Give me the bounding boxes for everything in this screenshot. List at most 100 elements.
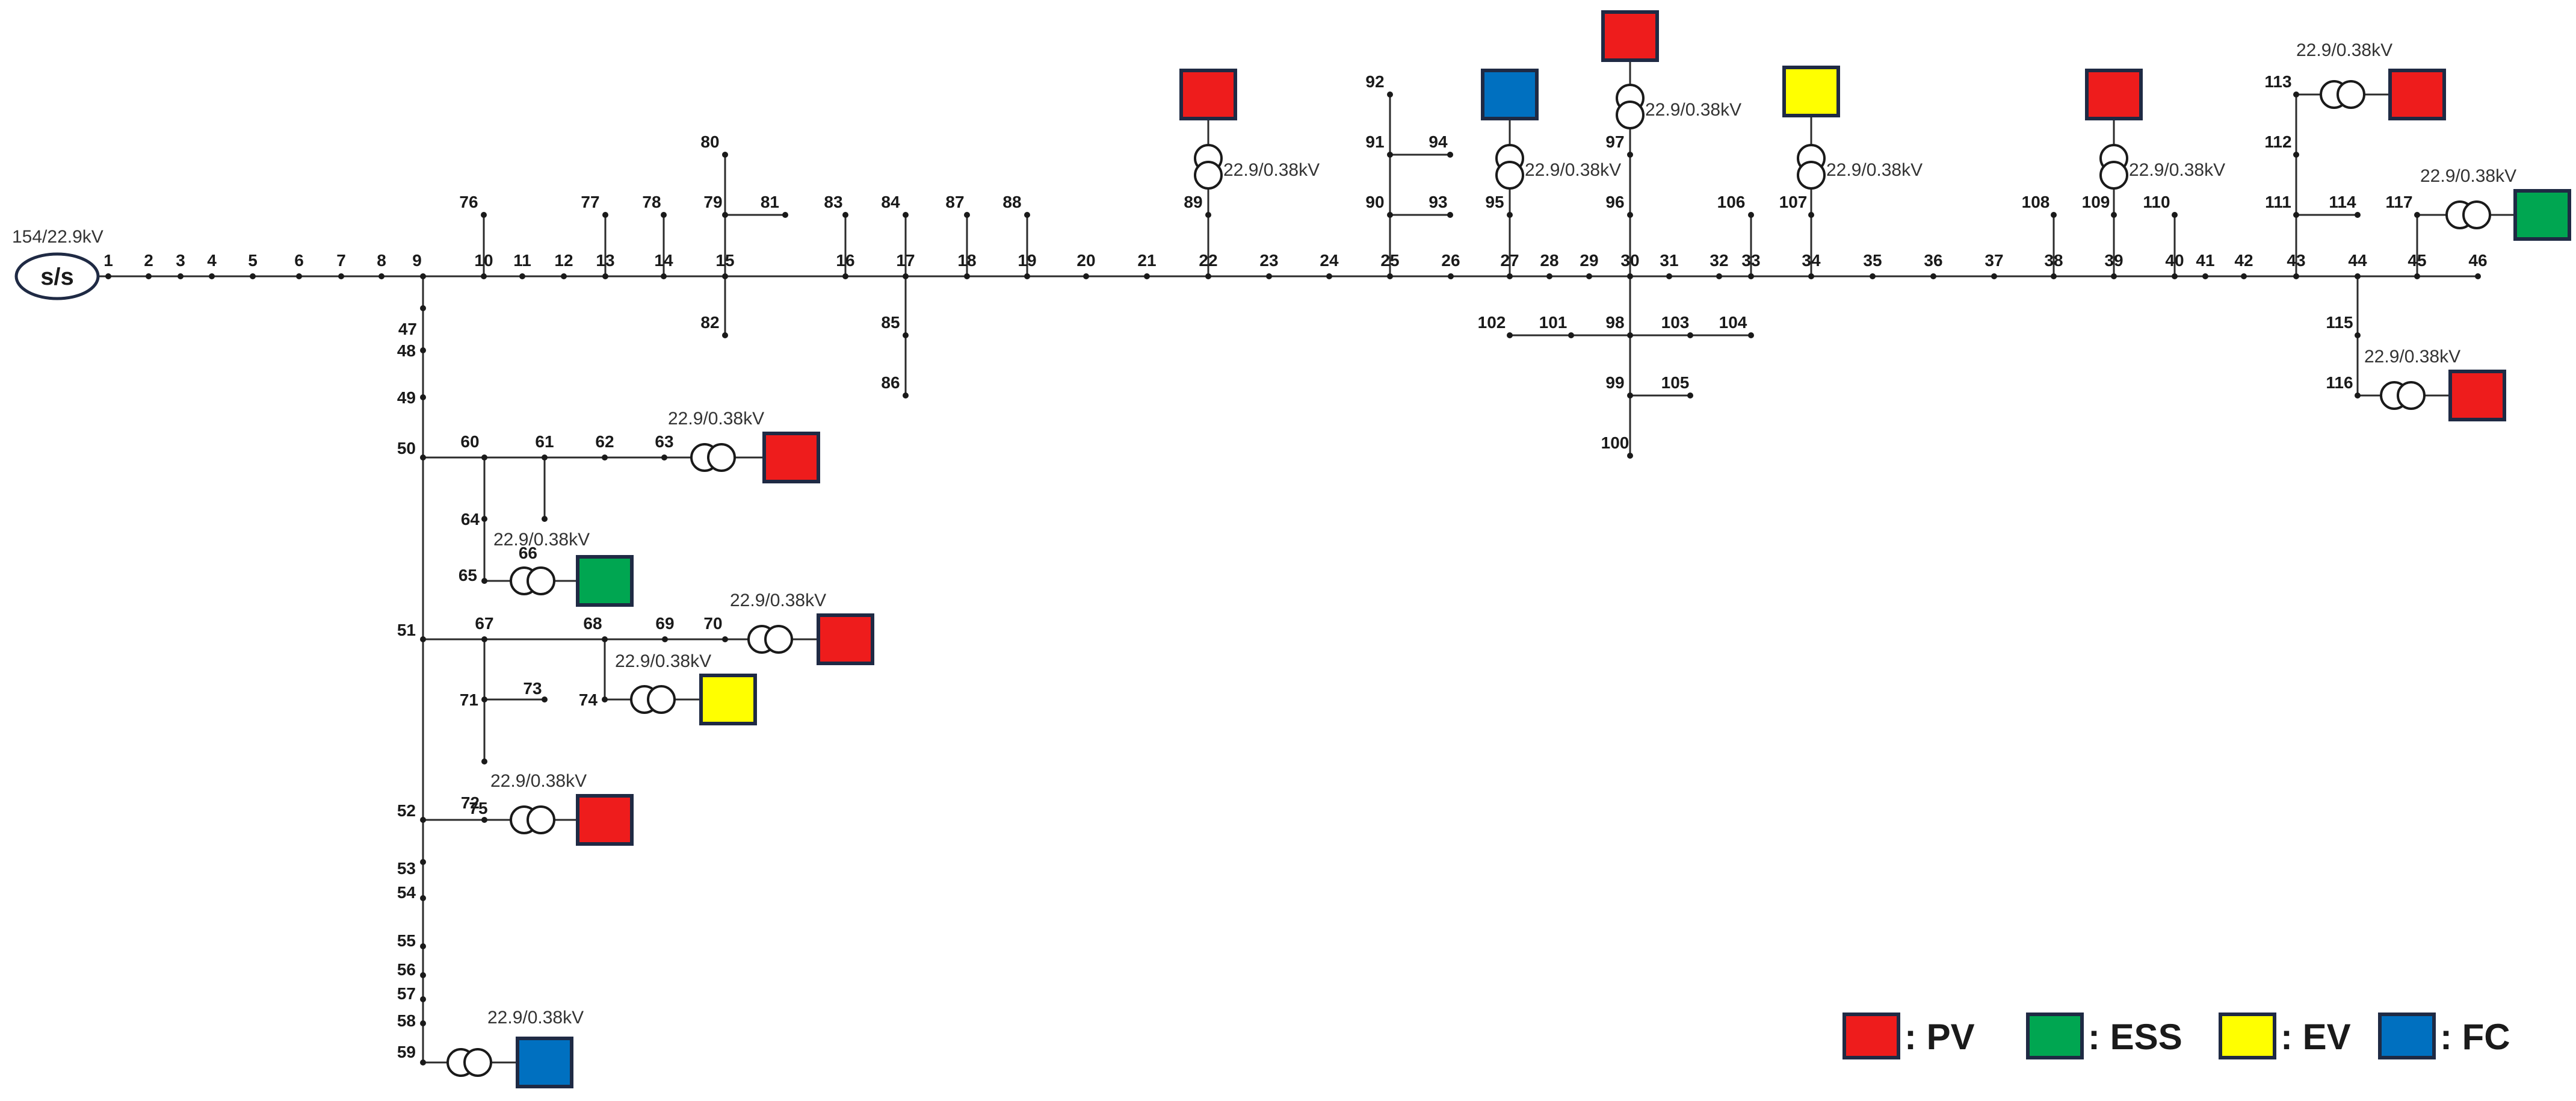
bus-label-111: 111 <box>2265 193 2291 211</box>
bus-node-19 <box>1024 273 1030 279</box>
bus-label-24: 24 <box>1320 251 1339 270</box>
bus-node-70 <box>722 636 728 642</box>
bus-node-30 <box>1627 273 1633 279</box>
bus-label-3: 3 <box>176 251 185 270</box>
bus-label-59: 59 <box>397 1043 416 1061</box>
bus-node-75 <box>481 817 487 823</box>
bus-label-112: 112 <box>2264 132 2291 151</box>
transformer-rating-label: 22.9/0.38kV <box>2296 40 2392 60</box>
bus-label-94: 94 <box>1429 132 1448 151</box>
legend-swatch-ev <box>2219 1013 2276 1059</box>
bus-label-71: 71 <box>460 690 478 709</box>
bus-label-65: 65 <box>459 566 477 585</box>
bus-label-36: 36 <box>1924 251 1942 270</box>
bus-node-3 <box>178 273 184 279</box>
bus-label-19: 19 <box>1018 251 1036 270</box>
bus-label-46: 46 <box>2468 251 2487 270</box>
bus-node-111 <box>2293 212 2299 218</box>
legend-label-ess: : ESS <box>2088 1017 2182 1057</box>
bus-label-31: 31 <box>1660 251 1678 270</box>
transformer-rating-label: 22.9/0.38kV <box>730 591 826 610</box>
bus-label-58: 58 <box>397 1011 416 1030</box>
bus-node-85 <box>903 332 909 338</box>
bus-label-114: 114 <box>2329 193 2356 211</box>
bus-label-52: 52 <box>397 801 416 820</box>
bus-label-102: 102 <box>1478 313 1506 332</box>
bus-label-70: 70 <box>703 614 722 633</box>
bus-node-50 <box>420 454 426 461</box>
bus-label-54: 54 <box>397 883 416 902</box>
bus-node-115 <box>2355 332 2361 338</box>
bus-node-4 <box>209 273 215 279</box>
bus-node-27 <box>1507 273 1513 279</box>
transformer-rating-label: 22.9/0.38kV <box>493 530 590 550</box>
transformer-rating-label: 22.9/0.38kV <box>615 651 711 671</box>
bus-label-64: 64 <box>461 510 480 529</box>
bus-label-62: 62 <box>595 432 614 451</box>
bus-label-23: 23 <box>1259 251 1278 270</box>
bus-node-57 <box>420 996 426 1002</box>
bus-label-20: 20 <box>1076 251 1095 270</box>
bus-label-32: 32 <box>1710 251 1728 270</box>
bus-label-78: 78 <box>642 193 661 211</box>
bus-label-25: 25 <box>1380 251 1399 270</box>
bus-label-79: 79 <box>703 193 722 211</box>
transformer-74 <box>630 685 676 714</box>
bus-label-49: 49 <box>397 388 416 407</box>
bus-node-47 <box>420 305 426 311</box>
unit-ess-117 <box>2513 189 2571 241</box>
transformer-rating-label: 22.9/0.38kV <box>1826 160 1923 180</box>
bus-node-56 <box>420 972 426 978</box>
bus-node-63 <box>661 454 667 461</box>
bus-node-51 <box>420 636 426 642</box>
bus-label-15: 15 <box>715 251 734 270</box>
unit-pv-109 <box>2085 69 2143 120</box>
bus-label-86: 86 <box>881 373 900 392</box>
unit-pv-113 <box>2388 69 2446 120</box>
bus-node-25 <box>1387 273 1393 279</box>
bus-label-39: 39 <box>2104 251 2123 270</box>
bus-label-61: 61 <box>535 432 554 451</box>
transformer-rating-label: 22.9/0.38kV <box>2420 166 2516 186</box>
transformer-117 <box>2445 200 2491 229</box>
bus-label-55: 55 <box>397 931 416 950</box>
transformer-coil-secondary <box>2337 80 2365 109</box>
transformer-coil-secondary <box>1194 161 1223 190</box>
unit-pv-63 <box>762 432 820 483</box>
bus-node-105 <box>1687 392 1693 399</box>
bus-node-107 <box>1808 212 1814 218</box>
bus-node-52 <box>420 817 426 823</box>
bus-node-6 <box>296 273 302 279</box>
bus-label-45: 45 <box>2408 251 2426 270</box>
bus-node-17 <box>903 273 909 279</box>
bus-label-66: 66 <box>519 544 537 562</box>
bus-label-7: 7 <box>336 251 346 270</box>
bus-node-24 <box>1326 273 1332 279</box>
bus-node-90 <box>1387 212 1393 218</box>
bus-node-78 <box>661 212 667 218</box>
bus-node-66 <box>542 516 548 522</box>
bus-node-84 <box>903 212 909 218</box>
bus-node-46 <box>2475 273 2481 279</box>
bus-node-53 <box>420 859 426 865</box>
bus-node-1 <box>105 273 111 279</box>
bus-node-11 <box>519 273 525 279</box>
unit-ev-74 <box>699 674 757 725</box>
bus-node-81 <box>782 212 788 218</box>
bus-label-9: 9 <box>412 251 422 270</box>
bus-node-71 <box>481 696 487 702</box>
bus-node-15 <box>722 273 728 279</box>
unit-ess-65 <box>576 555 634 607</box>
bus-label-95: 95 <box>1485 193 1504 211</box>
bus-node-48 <box>420 347 426 353</box>
bus-node-42 <box>2241 273 2247 279</box>
bus-label-74: 74 <box>579 690 598 709</box>
bus-node-12 <box>561 273 567 279</box>
bus-node-88 <box>1024 212 1030 218</box>
transformer-rating-label: 22.9/0.38kV <box>1525 160 1621 180</box>
transformer-63 <box>690 443 736 472</box>
bus-node-39 <box>2111 273 2117 279</box>
bus-label-10: 10 <box>474 251 493 270</box>
transformer-107 <box>1797 144 1826 190</box>
